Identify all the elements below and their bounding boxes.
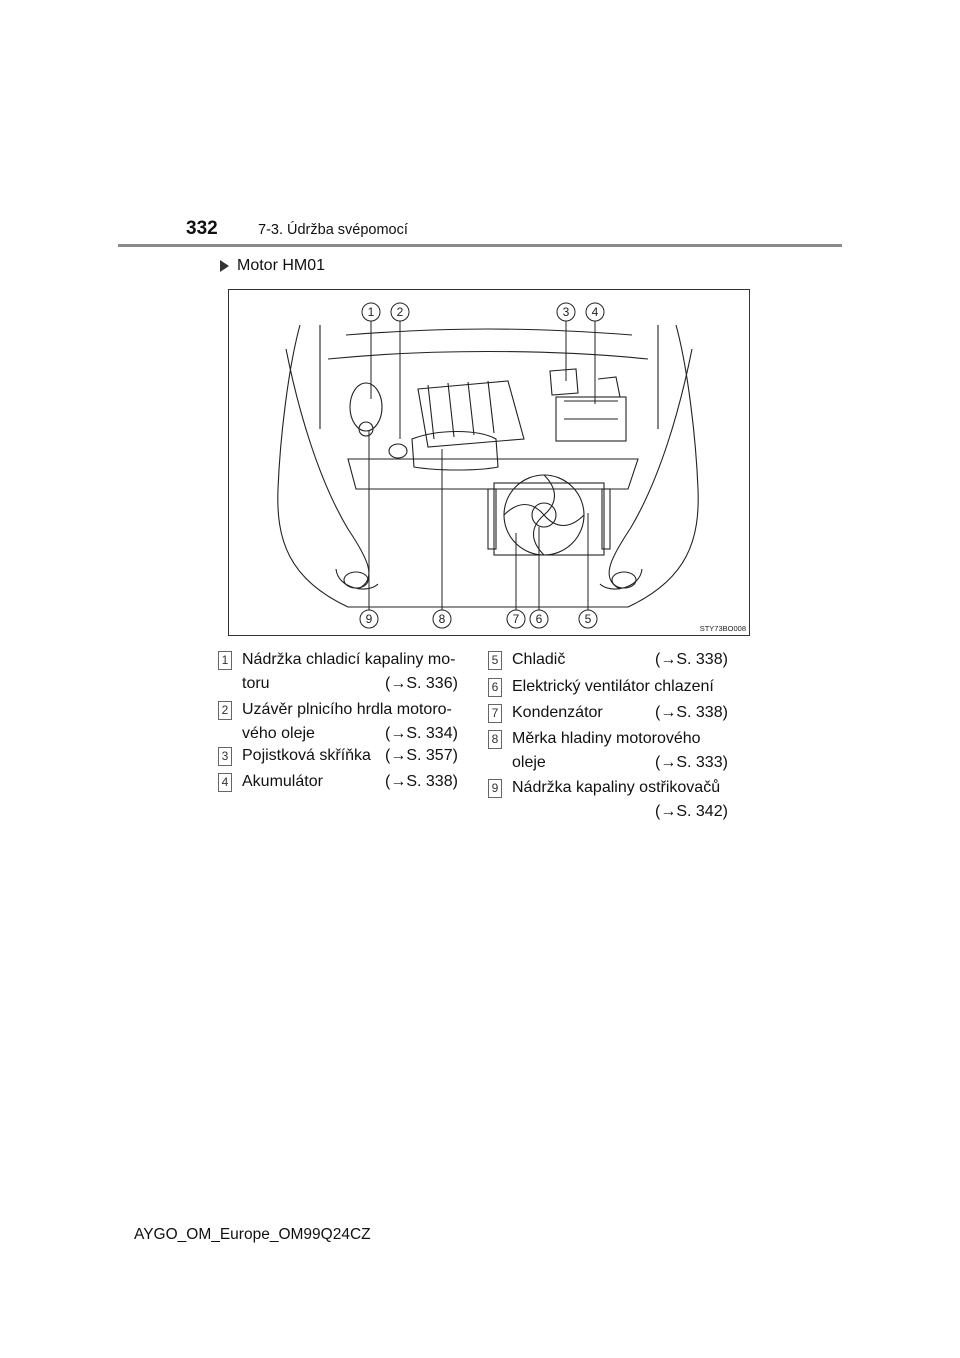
legend-item-2: 2 Uzávěr plnicího hrdla motoro- vého ole… xyxy=(218,698,468,746)
callout-6: 6 xyxy=(536,612,543,626)
legend-item-8: 8 Měrka hladiny motorového oleje (→S. 33… xyxy=(488,727,738,775)
callout-3: 3 xyxy=(563,305,570,319)
legend-number: 1 xyxy=(218,651,232,670)
section-title: 7-3. Údržba svépomocí xyxy=(258,222,408,238)
legend-number: 2 xyxy=(218,701,232,720)
engine-variant-label: Motor HM01 xyxy=(237,257,326,274)
legend-text: Nádržka chladicí kapaliny mo- xyxy=(242,651,456,668)
page-number: 332 xyxy=(186,218,218,239)
legend-text: Uzávěr plnicího hrdla motoro- xyxy=(242,701,452,718)
callout-5: 5 xyxy=(585,612,592,626)
document-footer: AYGO_OM_Europe_OM99Q24CZ xyxy=(134,1226,371,1243)
callout-7: 7 xyxy=(513,612,520,626)
page-reference: (→S. 342) xyxy=(655,803,728,820)
page-reference: (→S. 333) xyxy=(655,754,728,771)
legend-text: Kondenzátor xyxy=(512,704,603,721)
legend-text: oleje xyxy=(512,754,546,771)
legend-number: 6 xyxy=(488,678,502,697)
page-reference: (→S. 334) xyxy=(385,725,458,742)
legend-item-7: 7 Kondenzátor (→S. 338) xyxy=(488,701,738,725)
legend-number: 7 xyxy=(488,704,502,723)
legend-number: 9 xyxy=(488,779,502,798)
page-reference: (→S. 336) xyxy=(385,675,458,692)
legend-item-5: 5 Chladič (→S. 338) xyxy=(488,648,738,672)
legend-text: toru xyxy=(242,675,270,692)
page-reference: (→S. 357) xyxy=(385,747,458,764)
callout-8: 8 xyxy=(439,612,446,626)
legend-number: 4 xyxy=(218,773,232,792)
radiator-fan-drawing xyxy=(487,474,611,556)
callout-2: 2 xyxy=(397,305,404,319)
legend-item-6: 6 Elektrický ventilátor chlazení xyxy=(488,675,738,699)
callout-4: 4 xyxy=(592,305,599,319)
callout-1: 1 xyxy=(368,305,375,319)
legend-text: Nádržka kapaliny ostřikovačů xyxy=(512,779,721,796)
legend-item-9: 9 Nádržka kapaliny ostřikovačů (→S. 342) xyxy=(488,776,738,824)
page-reference: (→S. 338) xyxy=(655,704,728,721)
header-divider xyxy=(118,244,842,247)
legend-item-4: 4 Akumulátor (→S. 338) xyxy=(218,770,468,794)
figure-code: STY73BO008 xyxy=(700,624,746,633)
triangle-bullet-icon xyxy=(220,260,229,272)
engine-variant-heading: Motor HM01 xyxy=(220,257,325,275)
page-reference: (→S. 338) xyxy=(385,773,458,790)
legend-item-1: 1 Nádržka chladicí kapaliny mo- toru (→S… xyxy=(218,648,468,696)
engine-parts-drawing xyxy=(349,368,627,471)
legend-number: 5 xyxy=(488,651,502,670)
legend-number: 3 xyxy=(218,747,232,766)
legend-item-3: 3 Pojistková skříňka (→S. 357) xyxy=(218,744,468,768)
callout-9: 9 xyxy=(366,612,373,626)
legend-number: 8 xyxy=(488,730,502,749)
legend-text: Akumulátor xyxy=(242,773,323,790)
legend-text: Chladič xyxy=(512,651,566,668)
page-reference: (→S. 338) xyxy=(655,651,728,668)
callouts-top xyxy=(361,302,605,439)
legend-text: Pojistková skříňka xyxy=(242,747,371,764)
legend-text: vého oleje xyxy=(242,725,315,742)
legend-text: Měrka hladiny motorového xyxy=(512,730,701,747)
engine-compartment-figure: 1 2 3 4 5 6 7 8 9 STY73BO008 xyxy=(228,289,750,636)
legend-text: Elektrický ventilátor chlazení xyxy=(512,678,714,695)
car-body-drawing xyxy=(277,324,699,608)
callouts-bottom xyxy=(359,431,598,629)
